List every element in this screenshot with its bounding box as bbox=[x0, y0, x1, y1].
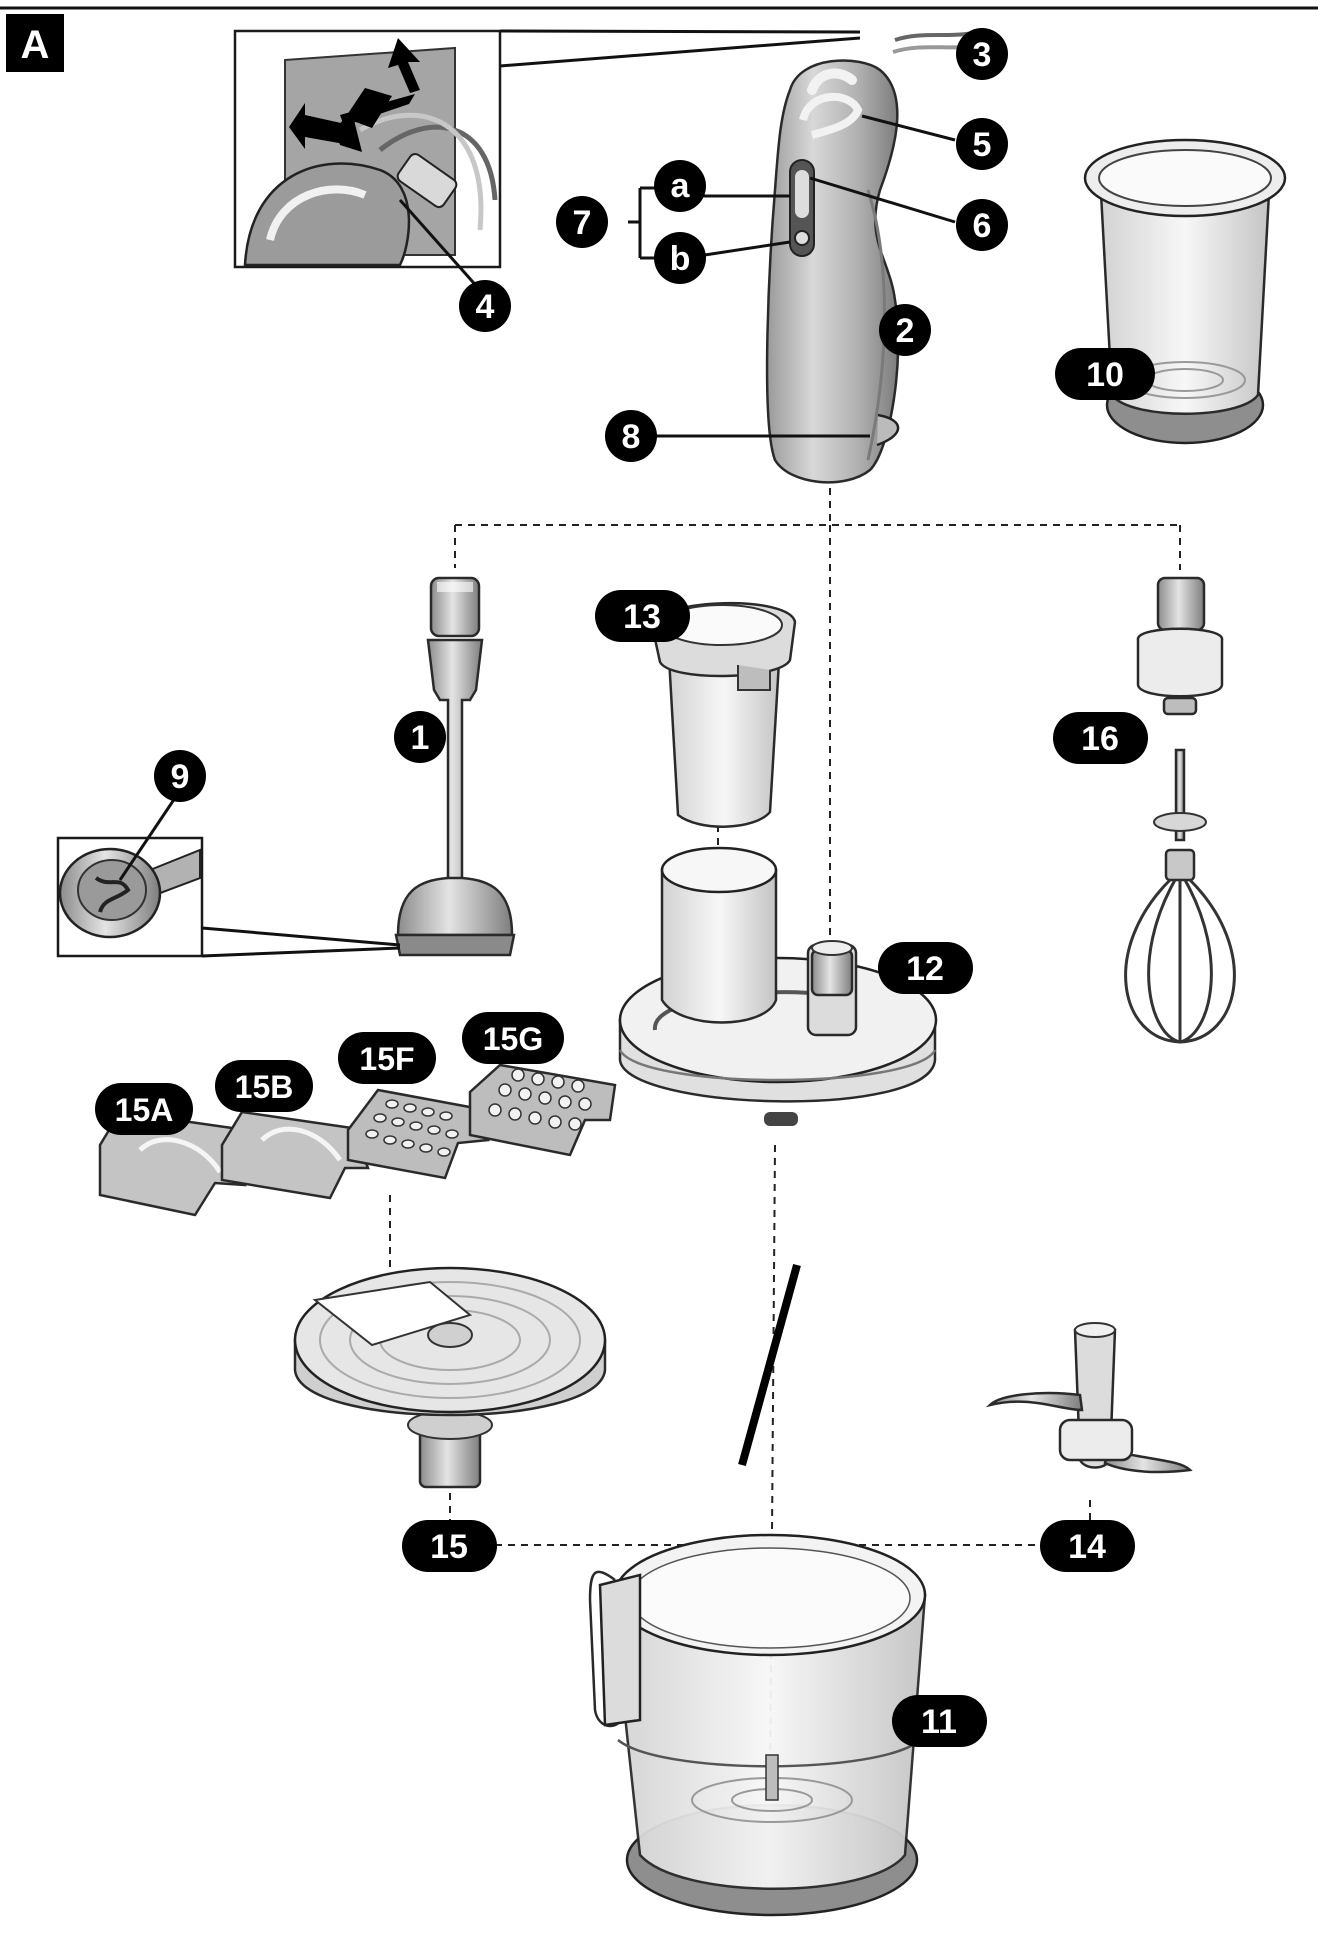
callout-10: 10 bbox=[1055, 348, 1155, 400]
callout-9: 9 bbox=[154, 750, 206, 802]
callout-12: 12 bbox=[878, 942, 973, 994]
separator-slash bbox=[738, 1263, 801, 1467]
callout-7a: a bbox=[654, 160, 706, 212]
callout-3-text: 3 bbox=[973, 36, 992, 74]
insert-15f bbox=[346, 1088, 490, 1180]
callout-12-text: 12 bbox=[906, 950, 944, 988]
callout-11-text: 11 bbox=[921, 1703, 957, 1741]
callout-15g: 15G bbox=[462, 1012, 564, 1064]
callout-6-text: 6 bbox=[973, 207, 992, 245]
blender-shaft bbox=[394, 576, 516, 957]
callout-4-text: 4 bbox=[476, 288, 495, 326]
callout-8: 8 bbox=[605, 410, 657, 462]
callout-7b-text: b bbox=[670, 240, 691, 278]
whisk-adapter bbox=[1136, 576, 1224, 716]
callout-15b: 15B bbox=[215, 1060, 313, 1112]
insert-15g bbox=[468, 1063, 617, 1157]
callout-15b-text: 15B bbox=[235, 1069, 294, 1105]
callout-3: 3 bbox=[956, 28, 1008, 80]
callout-15: 15 bbox=[402, 1520, 497, 1572]
callout-leaders bbox=[628, 114, 956, 438]
callout-16-text: 16 bbox=[1081, 720, 1119, 758]
callout-7-text: 7 bbox=[573, 204, 592, 242]
callout-4: 4 bbox=[459, 280, 511, 332]
callout-11: 11 bbox=[892, 1695, 987, 1747]
callout-1-text: 1 bbox=[411, 719, 430, 757]
callout-15-text: 15 bbox=[430, 1528, 468, 1566]
callout-16: 16 bbox=[1053, 712, 1148, 764]
chopper-lid bbox=[618, 846, 938, 1126]
callout-15g-text: 15G bbox=[483, 1021, 543, 1057]
callout-7: 7 bbox=[556, 196, 608, 248]
cord-hook-inset bbox=[233, 29, 861, 291]
callout-15f: 15F bbox=[338, 1032, 436, 1084]
callout-13-text: 13 bbox=[623, 598, 661, 636]
callout-2-text: 2 bbox=[896, 312, 915, 350]
callout-13: 13 bbox=[595, 590, 690, 642]
callout-15a: 15A bbox=[95, 1083, 193, 1135]
callout-5-text: 5 bbox=[973, 126, 992, 164]
insert-holder-disc bbox=[293, 1266, 607, 1489]
whisk bbox=[1124, 748, 1236, 1044]
motor-handle bbox=[765, 28, 986, 484]
callout-14-text: 14 bbox=[1068, 1528, 1106, 1566]
section-label: A bbox=[21, 23, 50, 67]
callout-10-text: 10 bbox=[1086, 356, 1124, 394]
callout-8-text: 8 bbox=[622, 418, 641, 456]
callout-15a-text: 15A bbox=[115, 1092, 174, 1128]
callout-5: 5 bbox=[956, 118, 1008, 170]
callout-2: 2 bbox=[879, 304, 931, 356]
blade-detail-inset bbox=[56, 797, 401, 958]
food-pusher bbox=[650, 602, 797, 828]
callout-14: 14 bbox=[1040, 1520, 1135, 1572]
section-tag: A bbox=[6, 14, 64, 72]
callout-1: 1 bbox=[394, 711, 446, 763]
callout-6: 6 bbox=[956, 199, 1008, 251]
chopper-blade bbox=[985, 1322, 1193, 1474]
callout-7a-text: a bbox=[671, 167, 691, 205]
callout-15f-text: 15F bbox=[359, 1041, 414, 1077]
insert-15b bbox=[220, 1110, 370, 1200]
chopper-bowl bbox=[588, 1533, 927, 1917]
callout-7b: b bbox=[654, 232, 706, 284]
callout-9-text: 9 bbox=[171, 758, 190, 796]
